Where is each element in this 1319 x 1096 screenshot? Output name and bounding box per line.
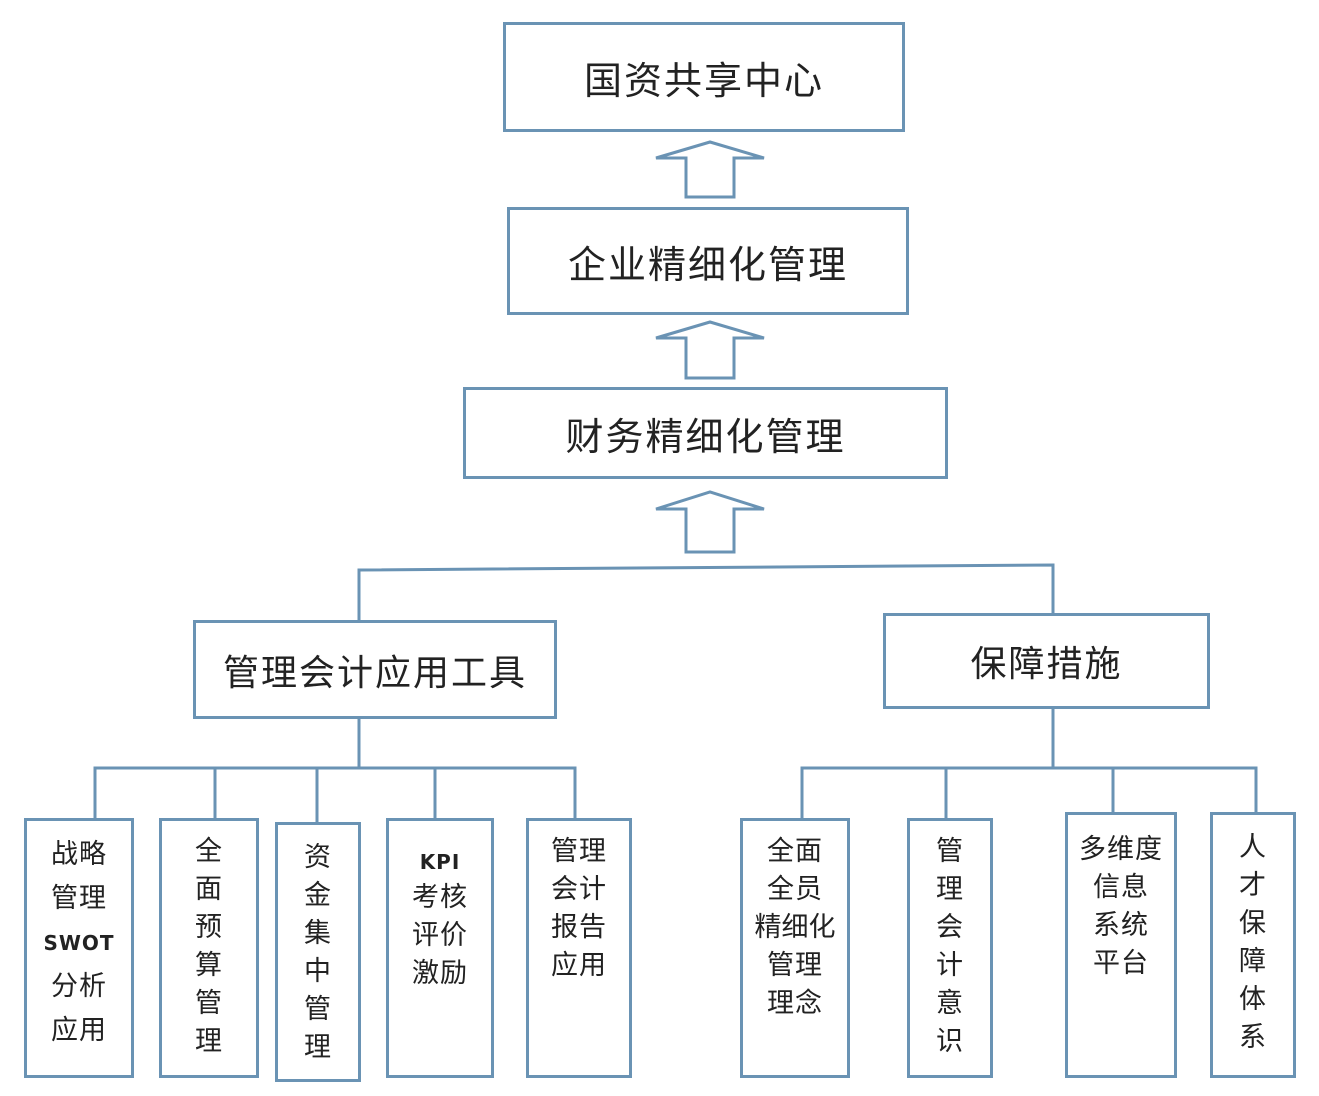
leaf-line: 意 bbox=[936, 988, 964, 1019]
leaf-management-accounting-report: 管理 会计 报告 应用 bbox=[526, 818, 632, 1078]
leaf-line: 考核 bbox=[412, 882, 468, 913]
leaf-line: SWOT bbox=[43, 931, 115, 955]
leaf-line: 预 bbox=[195, 912, 223, 943]
leaf-line: 管 bbox=[195, 988, 223, 1019]
node-label: 国资共享中心 bbox=[583, 58, 824, 103]
leaf-line: 金 bbox=[304, 880, 332, 911]
leaf-line: 系 bbox=[1239, 1022, 1267, 1053]
up-arrow-3 bbox=[655, 490, 765, 554]
node-state-assets-center: 国资共享中心 bbox=[503, 22, 905, 132]
leaf-kpi-evaluation: KPI 考核 评价 激励 bbox=[386, 818, 494, 1078]
leaf-line: 分析 bbox=[51, 971, 107, 1002]
leaf-fine-management-concept: 全面 全员 精细化 管理 理念 bbox=[740, 818, 850, 1078]
leaf-line: 保 bbox=[1239, 908, 1267, 939]
node-label: 财务精细化管理 bbox=[565, 414, 846, 459]
leaf-line: 评价 bbox=[412, 920, 468, 951]
leaf-multidimensional-info-platform: 多维度 信息 系统 平台 bbox=[1065, 812, 1177, 1078]
node-label: 企业精细化管理 bbox=[567, 242, 848, 287]
leaf-line: 管理 bbox=[551, 836, 607, 867]
leaf-line: 理念 bbox=[767, 988, 823, 1019]
leaf-line: 管理 bbox=[767, 950, 823, 981]
leaf-line: 应用 bbox=[51, 1015, 107, 1046]
leaf-line: 全员 bbox=[767, 874, 823, 905]
leaf-line: 面 bbox=[195, 874, 223, 905]
leaf-line: 激励 bbox=[412, 958, 468, 989]
leaf-line: 应用 bbox=[551, 950, 607, 981]
leaf-line: KPI bbox=[419, 850, 461, 874]
leaf-line: 理 bbox=[304, 1032, 332, 1063]
node-finance-fine-management: 财务精细化管理 bbox=[463, 387, 948, 479]
leaf-line: 识 bbox=[936, 1026, 964, 1057]
node-enterprise-fine-management: 企业精细化管理 bbox=[507, 207, 909, 315]
leaf-line: 报告 bbox=[551, 912, 607, 943]
leaf-line: 全 bbox=[195, 836, 223, 867]
leaf-line: 管理 bbox=[51, 883, 107, 914]
node-label: 保障措施 bbox=[970, 644, 1123, 685]
leaf-line: 障 bbox=[1239, 946, 1267, 977]
leaf-line: 计 bbox=[936, 950, 964, 981]
leaf-line: 才 bbox=[1239, 870, 1267, 901]
leaf-line: 信息 bbox=[1093, 872, 1149, 903]
leaf-line: 理 bbox=[936, 874, 964, 905]
leaf-line: 人 bbox=[1239, 832, 1267, 863]
leaf-line: 中 bbox=[304, 956, 332, 987]
leaf-talent-support-system: 人 才 保 障 体 系 bbox=[1210, 812, 1296, 1078]
leaf-line: 集 bbox=[304, 918, 332, 949]
leaf-line: 战略 bbox=[51, 839, 107, 870]
leaf-line: 管 bbox=[304, 994, 332, 1025]
node-label: 管理会计应用工具 bbox=[222, 652, 527, 694]
leaf-line: 体 bbox=[1239, 984, 1267, 1015]
leaf-line: 全面 bbox=[767, 836, 823, 867]
up-arrow-1 bbox=[655, 140, 765, 199]
leaf-line: 多维度 bbox=[1079, 834, 1163, 865]
leaf-line: 精细化 bbox=[754, 912, 836, 943]
leaf-line: 平台 bbox=[1093, 948, 1149, 979]
leaf-line: 会计 bbox=[551, 874, 607, 905]
leaf-line: 理 bbox=[195, 1026, 223, 1057]
node-management-accounting-tools: 管理会计应用工具 bbox=[193, 620, 557, 719]
leaf-management-accounting-awareness: 管 理 会 计 意 识 bbox=[907, 818, 993, 1078]
leaf-centralized-funds: 资 金 集 中 管 理 bbox=[275, 822, 361, 1082]
leaf-strategy-swot: 战略 管理 SWOT 分析 应用 bbox=[24, 818, 134, 1078]
leaf-line: 系统 bbox=[1093, 910, 1149, 941]
leaf-line: 资 bbox=[304, 842, 332, 873]
leaf-line: 算 bbox=[195, 950, 223, 981]
node-safeguard-measures: 保障措施 bbox=[883, 613, 1210, 709]
up-arrow-2 bbox=[655, 320, 765, 380]
leaf-comprehensive-budget: 全 面 预 算 管 理 bbox=[159, 818, 259, 1078]
leaf-line: 管 bbox=[936, 836, 964, 867]
leaf-line: 会 bbox=[936, 912, 964, 943]
